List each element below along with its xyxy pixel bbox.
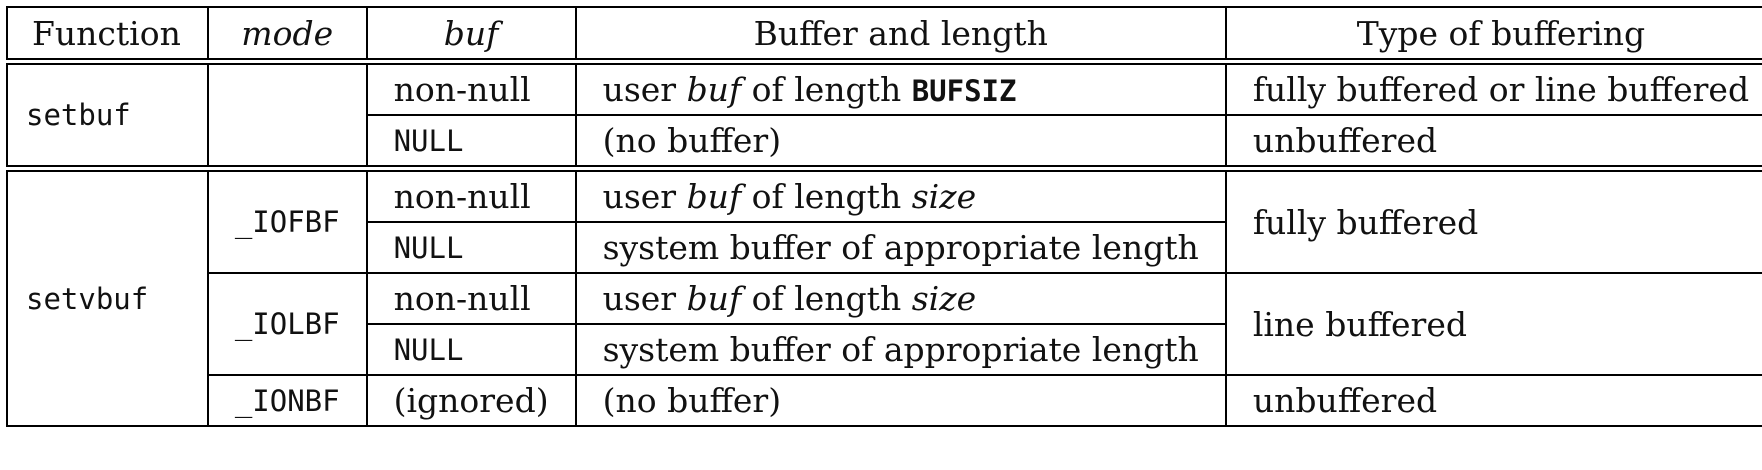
buf-cell: (ignored) — [365, 374, 577, 427]
function-name-setvbuf: setvbuf — [6, 165, 209, 427]
mode-cell-empty — [206, 58, 368, 170]
header-type-of-buffering: Type of buffering — [1224, 6, 1762, 63]
table-row: setvbuf _IOFBF non-null user buf of leng… — [6, 165, 1762, 427]
header-buf: buf — [365, 6, 577, 63]
buf-cell: NULL — [365, 323, 577, 376]
buffer-length-cell: user buf of length size — [574, 272, 1227, 325]
buffer-length-cell: (no buffer) — [574, 114, 1227, 170]
table-row: NULL system buffer of appropriate length — [7, 221, 1762, 274]
table-row: _IOLBF non-null user buf of length size … — [7, 272, 1762, 376]
buffer-length-cell: user buf of length BUFSIZ — [574, 58, 1227, 116]
buf-cell: NULL — [365, 221, 577, 274]
header-function: Function — [6, 6, 209, 63]
buffering-table: Function mode buf Buffer and length Type… — [6, 6, 1762, 427]
table-row: setbuf non-null user buf of length BUFSI… — [6, 58, 1762, 170]
header-mode: mode — [206, 6, 368, 63]
buf-cell: non-null — [365, 58, 577, 116]
table-row: _IONBF (ignored) (no buffer) unbuffered — [7, 374, 1762, 427]
mode-iofbf: _IOFBF — [206, 165, 368, 274]
header-buffer-and-length: Buffer and length — [574, 6, 1227, 63]
buf-cell: non-null — [365, 165, 577, 223]
mode-iolbf: _IOLBF — [206, 272, 368, 376]
buffering-type-cell: fully buffered — [1224, 165, 1762, 274]
buffering-table-container: Function mode buf Buffer and length Type… — [6, 6, 1762, 427]
table-row: NULL system buffer of appropriate length — [7, 323, 1762, 376]
header-row: Function mode buf Buffer and length Type… — [6, 6, 1762, 63]
buffer-length-cell: system buffer of appropriate length — [574, 221, 1227, 274]
buf-cell: non-null — [365, 272, 577, 325]
function-name-setbuf: setbuf — [6, 58, 209, 170]
buffer-length-cell: system buffer of appropriate length — [574, 323, 1227, 376]
mode-ionbf: _IONBF — [206, 374, 368, 427]
buffering-type-cell: unbuffered — [1224, 374, 1762, 427]
buf-cell: NULL — [365, 114, 577, 170]
table-row: NULL (no buffer) unbuffered — [7, 114, 1762, 170]
buffering-type-cell: unbuffered — [1224, 114, 1762, 170]
buffering-type-cell: fully buffered or line buffered — [1224, 58, 1762, 116]
buffer-length-cell: (no buffer) — [574, 374, 1227, 427]
buffer-length-cell: user buf of length size — [574, 165, 1227, 223]
buffering-type-cell: line buffered — [1224, 272, 1762, 376]
